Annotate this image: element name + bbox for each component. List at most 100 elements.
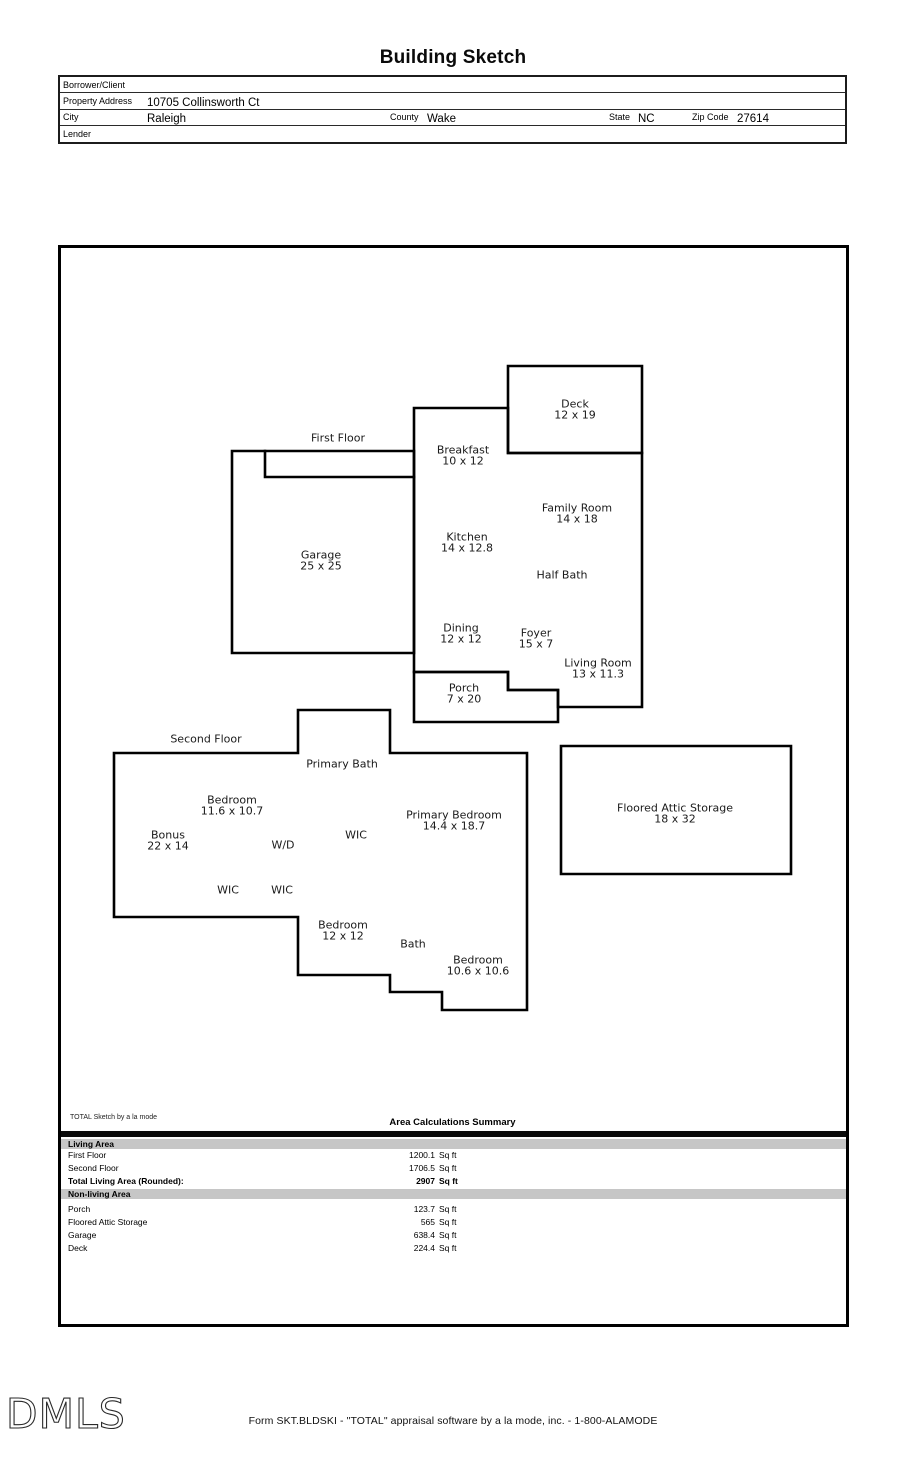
property-address-value: 10705 Collinsworth Ct [147, 96, 260, 109]
summary-row-second-floor: Second Floor 1706.5 Sq ft [61, 1162, 846, 1175]
row-label: Porch [68, 1203, 91, 1214]
summary-row-first-floor: First Floor 1200.1 Sq ft [61, 1149, 846, 1162]
room-name: WIC [217, 883, 239, 897]
room-name: Dining [443, 621, 479, 635]
row-value: 2907 [416, 1176, 435, 1186]
room-name: Porch [448, 681, 480, 695]
room-label-dining: Dining 12 x 12 [440, 621, 482, 644]
room-dims: 22 x 14 [147, 839, 189, 852]
row-unit: Sq ft [439, 1150, 457, 1160]
room-dims: 12 x 19 [554, 408, 596, 421]
room-label-primary-bath: Primary Bath [306, 759, 378, 771]
room-dims: 10.6 x 10.6 [446, 964, 510, 977]
form-footer-line: Form SKT.BLDSKI - "TOTAL" appraisal soft… [248, 1415, 658, 1427]
city-county-state-zip-row: City Raleigh County Wake State NC Zip Co… [60, 110, 845, 127]
row-unit: Sq ft [439, 1163, 457, 1173]
room-name: Family Room [541, 501, 613, 515]
county-label: County [390, 112, 419, 123]
room-name: Living Room [564, 656, 632, 670]
row-value: 123.7 [413, 1203, 435, 1214]
property-address-label: Property Address [63, 95, 133, 106]
room-label-bedroom-2: Bedroom 12 x 12 [318, 918, 368, 942]
room-dims: 12 x 12 [322, 929, 364, 942]
room-dims: 11.6 x 10.7 [200, 804, 264, 817]
room-name: Deck [561, 397, 589, 411]
room-name: Garage [300, 548, 342, 562]
row-label: Deck [68, 1242, 88, 1253]
room-name: Foyer [520, 626, 552, 640]
first-floor-title: First Floor [310, 431, 366, 445]
sketch-attribution: TOTAL Sketch by a la mode [70, 1114, 158, 1121]
row-value: 224.4 [413, 1242, 435, 1253]
row-unit: Sq ft [439, 1176, 458, 1186]
zip-value: 27614 [737, 113, 769, 126]
room-dims: 25 x 25 [300, 559, 342, 572]
city-label: City [63, 112, 79, 123]
row-value: 1706.5 [409, 1163, 435, 1173]
room-label-deck: Deck 12 x 19 [554, 397, 596, 421]
property-address-row: Property Address 10705 Collinsworth Ct [60, 93, 845, 110]
summary-row-porch: Porch 123.7 Sq ft [61, 1203, 846, 1216]
lender-row: Lender [60, 126, 845, 141]
page-title: Building Sketch [379, 47, 527, 68]
summary-divider-bar [61, 1131, 846, 1137]
room-name: Bedroom [207, 793, 257, 807]
room-dims: 14.4 x 18.7 [422, 819, 486, 832]
row-label: Floored Attic Storage [68, 1216, 148, 1227]
room-label-primary-bedroom: Primary Bedroom 14.4 x 18.7 [406, 808, 502, 832]
row-value: 565 [420, 1216, 435, 1227]
room-label-bonus: Bonus 22 x 14 [147, 828, 189, 852]
room-name: W/D [271, 838, 295, 852]
borrower-label: Borrower/Client [63, 79, 126, 90]
room-dims: 7 x 20 [446, 692, 482, 705]
row-label: Garage [68, 1229, 97, 1240]
property-info-table: Borrower/Client Property Address 10705 C… [58, 75, 847, 144]
city-value: Raleigh [147, 113, 186, 126]
row-unit: Sq ft [439, 1203, 457, 1214]
room-label-kitchen: Kitchen 14 x 12.8 [441, 531, 493, 553]
room-label-wic-2: WIC [217, 883, 239, 897]
county-value: Wake [427, 113, 456, 126]
room-dims: 15 x 7 [518, 637, 554, 650]
room-name: Floored Attic Storage [617, 801, 733, 815]
room-name: Bedroom [453, 953, 503, 967]
summary-row-attic-storage: Floored Attic Storage 565 Sq ft [61, 1216, 846, 1229]
room-dims: 14 x 18 [556, 512, 598, 525]
room-name: Bedroom [318, 918, 368, 932]
summary-row-total-living-area: Total Living Area (Rounded): 2907 Sq ft [61, 1175, 846, 1187]
living-area-header: Living Area [61, 1139, 846, 1149]
room-dims: 18 x 32 [654, 812, 696, 825]
nonliving-area-header: Non-living Area [61, 1188, 846, 1199]
room-label-bath: Bath [400, 937, 426, 951]
room-name: WIC [345, 828, 367, 842]
room-dims: 10 x 12 [442, 454, 484, 467]
area-calculations-heading: Area Calculations Summary [389, 1116, 516, 1128]
lender-label: Lender [63, 128, 92, 139]
room-label-garage: Garage 25 x 25 [300, 548, 342, 572]
state-value: NC [638, 113, 655, 126]
room-label-wd: W/D [271, 838, 295, 852]
room-label-wic-1: WIC [345, 828, 367, 842]
room-name: Bath [400, 937, 426, 951]
summary-row-garage: Garage 638.4 Sq ft [61, 1229, 846, 1242]
row-label: First Floor [68, 1150, 107, 1160]
room-dims: 13 x 11.3 [572, 667, 624, 680]
row-unit: Sq ft [439, 1242, 457, 1253]
room-label-attic-storage: Floored Attic Storage 18 x 32 [617, 801, 733, 825]
area-calculations-table: Living Area First Floor 1200.1 Sq ft Sec… [61, 1138, 846, 1255]
room-label-breakfast: Breakfast 10 x 12 [437, 444, 489, 467]
row-unit: Sq ft [439, 1216, 457, 1227]
room-name: WIC [271, 883, 293, 897]
room-name: Primary Bedroom [406, 808, 502, 822]
room-label-family-room: Family Room 14 x 18 [541, 501, 613, 525]
row-value: 1200.1 [409, 1150, 435, 1160]
room-label-bedroom-1: Bedroom 11.6 x 10.7 [200, 793, 264, 817]
room-label-foyer: Foyer 15 x 7 [518, 626, 554, 650]
room-label-wic-3: WIC [271, 883, 293, 897]
room-label-living-room: Living Room 13 x 11.3 [564, 656, 632, 680]
room-label-half-bath: Half Bath [536, 570, 587, 582]
row-unit: Sq ft [439, 1229, 457, 1240]
zip-label: Zip Code [692, 112, 729, 123]
room-name: Bonus [151, 828, 185, 842]
